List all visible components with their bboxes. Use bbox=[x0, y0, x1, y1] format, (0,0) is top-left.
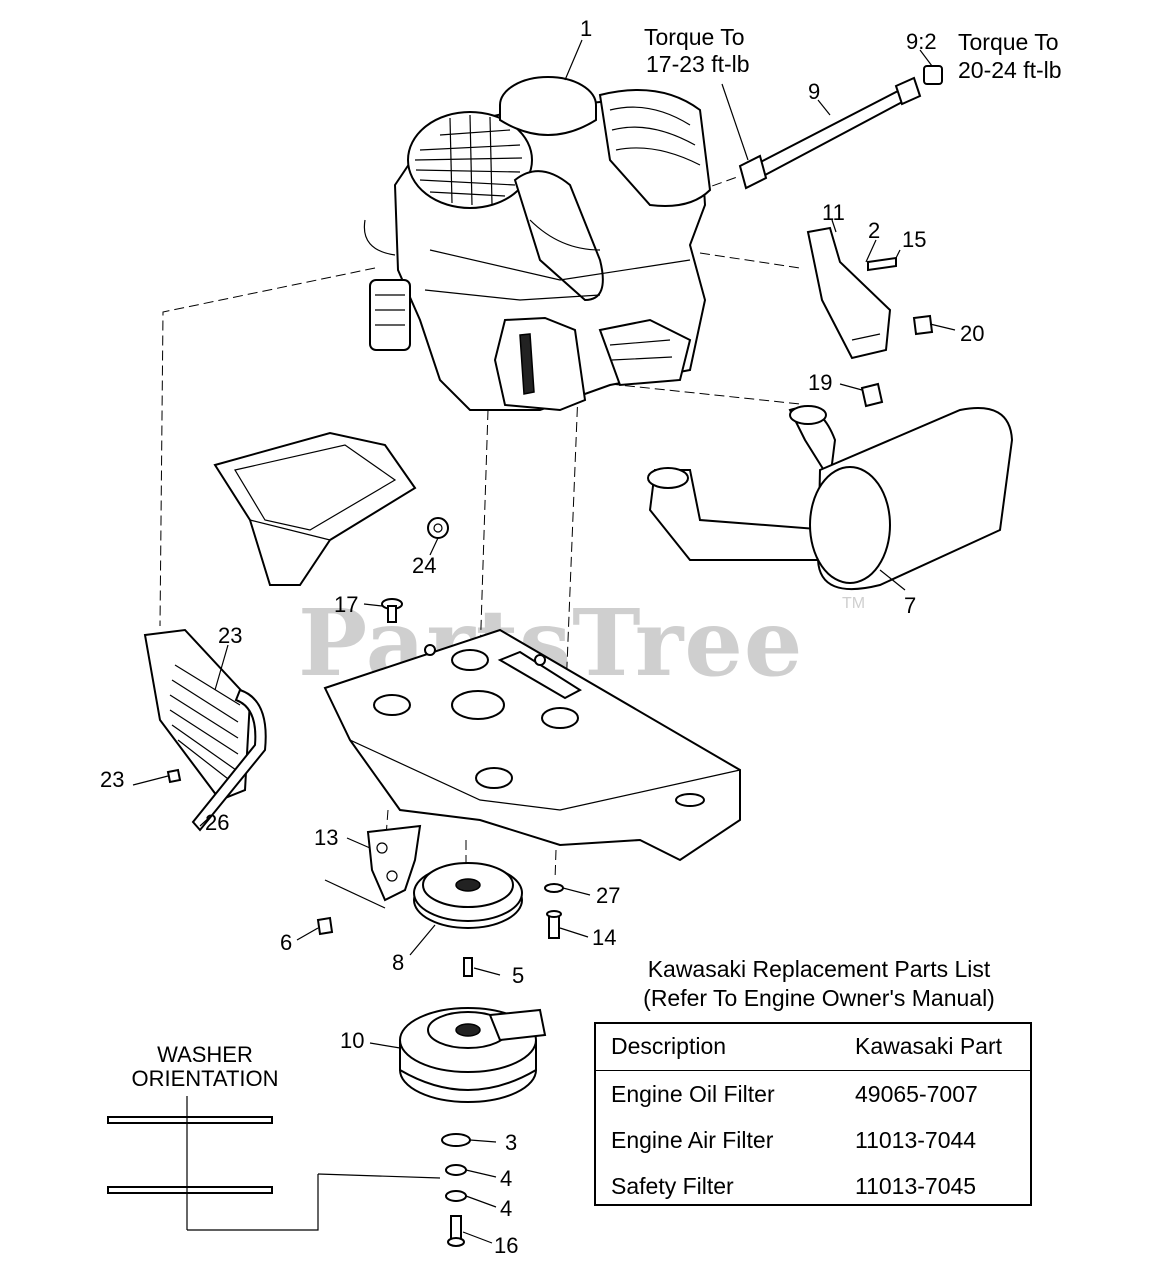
callout-14: 14 bbox=[592, 925, 616, 950]
torque-note-a-line2: 17-23 ft-lb bbox=[646, 51, 750, 77]
table-row: Engine Air Filter 11013-7044 bbox=[596, 1118, 1030, 1164]
callout-11: 11 bbox=[822, 200, 845, 225]
torque-note-b-line1: Torque To bbox=[958, 29, 1059, 55]
parts-list-header-description: Description bbox=[611, 1033, 727, 1059]
parts-list-header-row: Description Kawasaki Part bbox=[596, 1024, 1030, 1071]
engine-assembly bbox=[363, 76, 712, 412]
torque-notes: Torque To 17-23 ft-lb Torque To 20-24 ft… bbox=[644, 24, 1062, 83]
callout-4-lower: 4 bbox=[500, 1196, 512, 1221]
callout-27: 27 bbox=[596, 883, 620, 908]
table-row: Engine Oil Filter 49065-7007 bbox=[596, 1072, 1030, 1118]
callout-16: 16 bbox=[494, 1233, 518, 1258]
washer-orientation-label-line2: ORIENTATION bbox=[131, 1066, 279, 1091]
callout-6: 6 bbox=[280, 930, 292, 955]
callout-23-top: 23 bbox=[218, 623, 242, 648]
pulley bbox=[413, 862, 523, 977]
parts-number-cell: 11013-7045 bbox=[855, 1173, 977, 1199]
callout-19: 19 bbox=[808, 370, 832, 395]
callout-9-2: 9:2 bbox=[906, 29, 937, 54]
muffler bbox=[647, 405, 1014, 591]
engine-shield bbox=[213, 431, 449, 586]
engine-mount-plate bbox=[323, 628, 741, 862]
parts-list-table: Description Kawasaki Part Engine Oil Fil… bbox=[594, 1022, 1032, 1206]
callout-20: 20 bbox=[960, 321, 984, 346]
callout-8: 8 bbox=[392, 950, 404, 975]
clutch bbox=[399, 1007, 547, 1103]
callout-23-bottom: 23 bbox=[100, 767, 124, 792]
muffler-bracket bbox=[806, 226, 934, 408]
callout-10: 10 bbox=[340, 1028, 364, 1053]
parts-description-cell: Safety Filter bbox=[611, 1173, 734, 1199]
washer-27-bolt-14 bbox=[544, 883, 564, 939]
callout-numbers: 1 9 9:2 11 2 15 20 19 7 24 17 23 23 26 1… bbox=[100, 16, 984, 1258]
washer-orientation-label-line1: WASHER bbox=[157, 1042, 253, 1067]
parts-description-cell: Engine Oil Filter bbox=[611, 1081, 775, 1107]
bolt-17 bbox=[381, 598, 403, 623]
watermark-tm: TM bbox=[842, 595, 865, 612]
leader-lines bbox=[132, 39, 956, 1244]
table-row: Safety Filter 11013-7045 bbox=[596, 1164, 1030, 1210]
callout-24: 24 bbox=[412, 553, 436, 578]
parts-list-subtitle: (Refer To Engine Owner's Manual) bbox=[643, 985, 995, 1011]
callout-26: 26 bbox=[205, 810, 229, 835]
parts-list-header-part: Kawasaki Part bbox=[855, 1033, 1003, 1059]
fuel-line bbox=[738, 65, 943, 190]
callout-15: 15 bbox=[902, 227, 926, 252]
parts-number-cell: 11013-7044 bbox=[855, 1127, 977, 1153]
parts-list-title: Kawasaki Replacement Parts List bbox=[647, 956, 991, 982]
parts-description-cell: Engine Air Filter bbox=[611, 1127, 774, 1153]
callout-1: 1 bbox=[580, 16, 592, 41]
callout-9: 9 bbox=[808, 79, 820, 104]
callout-7: 7 bbox=[904, 593, 916, 618]
washer-orientation-detail bbox=[107, 1096, 441, 1231]
callout-4-upper: 4 bbox=[500, 1166, 512, 1191]
callout-3: 3 bbox=[505, 1130, 517, 1155]
washer-stack bbox=[441, 1133, 471, 1247]
callout-5: 5 bbox=[512, 963, 524, 988]
air-grill bbox=[143, 628, 267, 832]
callout-2: 2 bbox=[868, 218, 880, 243]
clutch-bracket bbox=[316, 824, 422, 936]
parts-number-cell: 49065-7007 bbox=[855, 1081, 978, 1107]
torque-note-b-line2: 20-24 ft-lb bbox=[958, 57, 1062, 83]
callout-17: 17 bbox=[334, 592, 358, 617]
torque-note-a-line1: Torque To bbox=[644, 24, 745, 50]
callout-13: 13 bbox=[314, 825, 338, 850]
